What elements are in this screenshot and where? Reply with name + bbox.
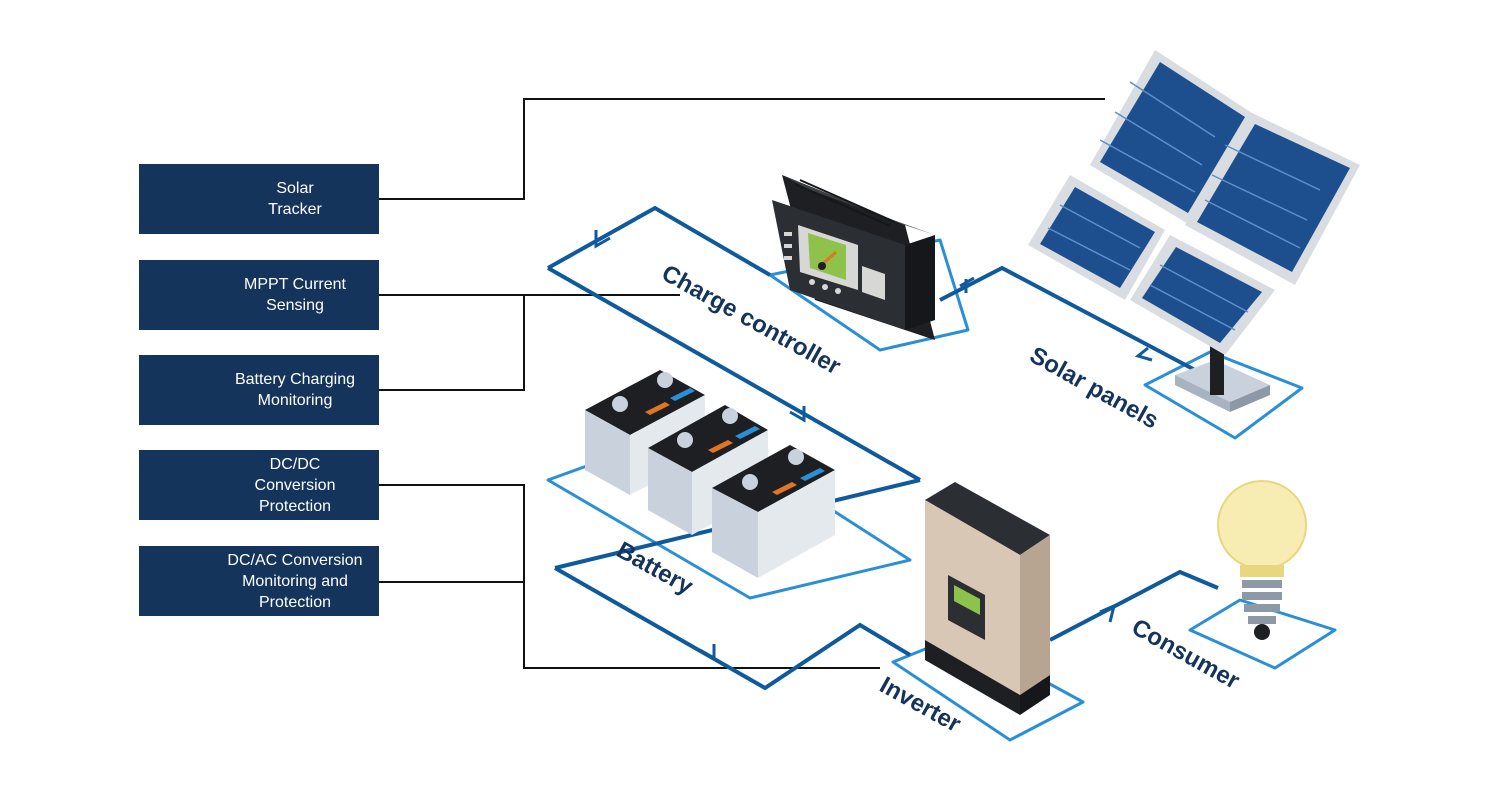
function-label: Battery Charging <box>234 371 356 388</box>
arrow-icon <box>594 230 611 249</box>
solar-panels-device <box>1028 50 1360 412</box>
arrow-icon <box>959 276 975 293</box>
function-label: Sensing <box>266 297 324 314</box>
flow-line-to-inverter <box>554 566 912 691</box>
arrow-icon <box>1099 603 1117 623</box>
function-label: Tracker <box>268 201 322 218</box>
function-label: MPPT Current <box>244 276 346 293</box>
footprint-consumer <box>1188 598 1337 670</box>
label-battery: Battery <box>612 537 698 601</box>
flow-arrows <box>594 230 1153 661</box>
flow-line-solar <box>939 265 1196 372</box>
lightbulb-device <box>1217 480 1307 640</box>
arrow-icon <box>699 644 716 661</box>
flow-line-left-charge <box>547 266 921 482</box>
flow-line-consumer <box>1049 569 1219 642</box>
function-label: Monitoring <box>257 392 333 409</box>
function-label: Solar <box>276 180 314 197</box>
flow-line-top <box>547 205 772 277</box>
function-box-battery-charging: Battery Charging Monitoring <box>139 355 379 425</box>
battery-unit <box>712 445 835 578</box>
function-box-mppt: MPPT Current Sensing <box>139 260 379 330</box>
arrow-icon <box>1134 346 1153 362</box>
function-label: Conversion <box>254 476 336 494</box>
function-box-solar-tracker: Solar Tracker <box>139 164 379 234</box>
arrow-icon <box>789 406 806 423</box>
connector-dcdc <box>379 484 880 669</box>
footprint-solar-panels <box>1143 350 1304 440</box>
connector-solar-tracker <box>379 98 1105 200</box>
function-label: Monitoring and <box>242 572 348 590</box>
function-label: Protection <box>258 593 332 611</box>
function-label: Protection <box>258 497 332 515</box>
function-label: DC/DC <box>269 455 321 473</box>
function-box-dcdc: DC/DC Conversion Protection <box>139 450 379 520</box>
connector-lines <box>379 98 1105 669</box>
charge-controller-device <box>772 175 935 340</box>
function-box-dcac: DC/AC Conversion Monitoring and Protecti… <box>139 546 379 616</box>
label-consumer: Consumer <box>1127 614 1244 695</box>
inverter-device <box>925 482 1050 715</box>
connector-battery-charging <box>379 295 525 391</box>
function-label: DC/AC Conversion <box>227 551 363 569</box>
label-solar-panels: Solar panels <box>1025 342 1163 435</box>
battery-device <box>585 370 835 578</box>
